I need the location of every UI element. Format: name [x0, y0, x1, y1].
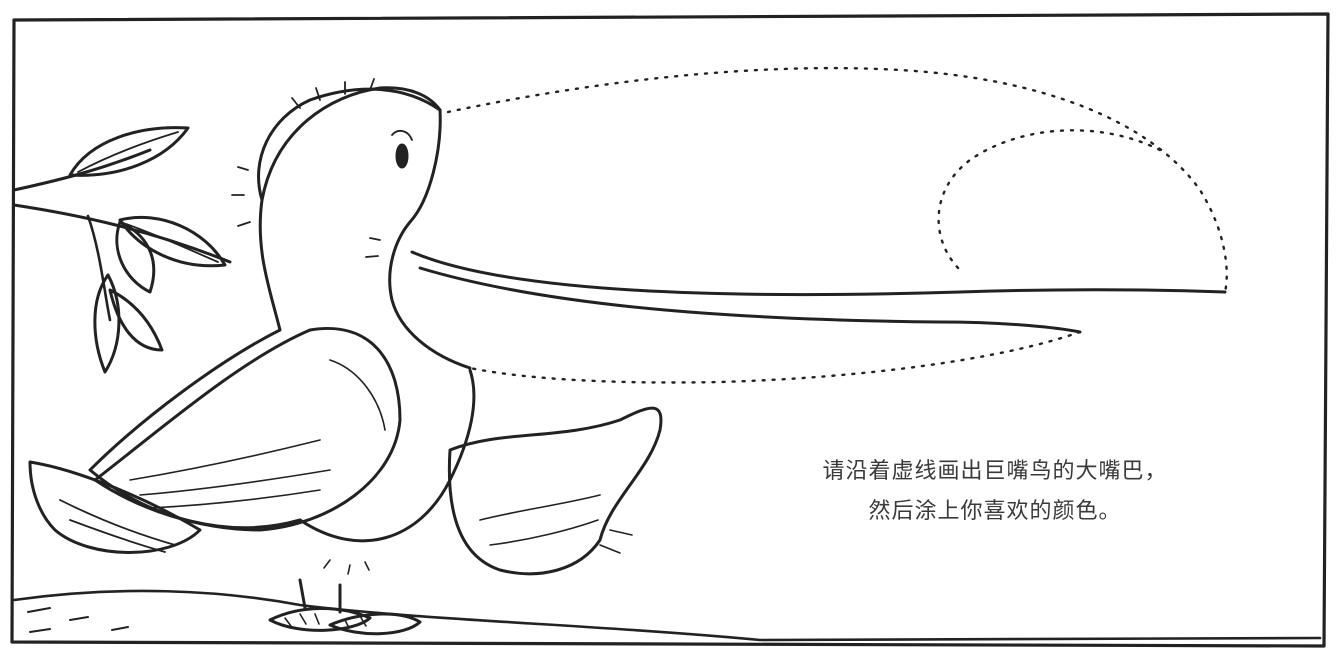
page-frame — [10, 12, 1330, 648]
toucan-feet — [268, 578, 422, 636]
toucan-beak — [365, 108, 1227, 370]
ground — [12, 589, 1322, 642]
toucan-eye — [395, 143, 409, 169]
instruction-text: 请沿着虚线画出巨嘴鸟的大嘴巴， 然后涂上你喜欢的颜色。 — [760, 452, 1230, 532]
toucan-body — [88, 86, 663, 576]
toucan-tail — [28, 460, 202, 554]
beak-dotted-guide — [446, 66, 1228, 384]
instruction-line-1: 请沿着虚线画出巨嘴鸟的大嘴巴， — [822, 459, 1168, 484]
toucan-head — [231, 78, 442, 227]
instruction-line-2: 然后涂上你喜欢的颜色。 — [868, 499, 1122, 524]
ground-dash — [27, 607, 129, 633]
leafy-branch — [12, 126, 232, 374]
